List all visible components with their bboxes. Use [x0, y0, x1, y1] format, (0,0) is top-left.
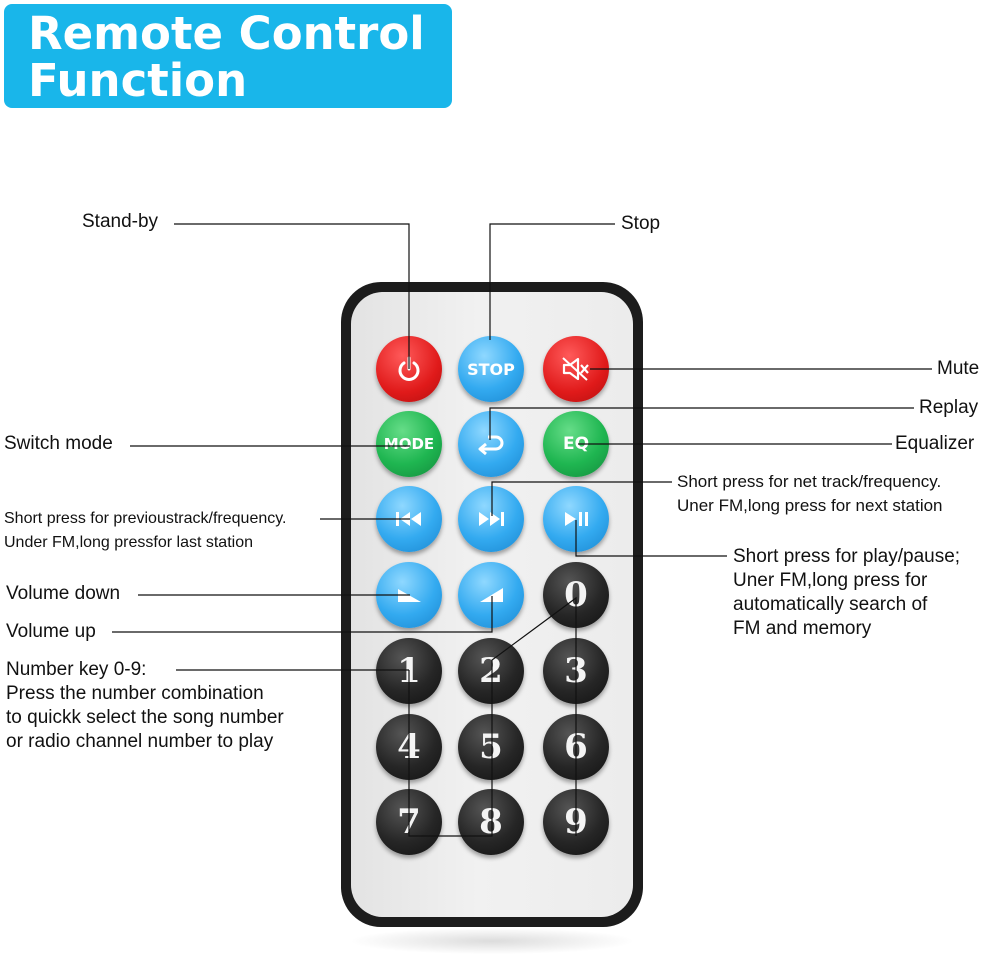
eq-button-label: EQ [562, 434, 590, 454]
label-next: Short press for net track/frequency. Une… [677, 470, 943, 518]
number-8-label: 8 [479, 802, 503, 842]
label-play-pause: Short press for play/pause; Uner FM,long… [733, 545, 960, 641]
volume-up-icon [480, 588, 503, 602]
mute-icon [562, 357, 589, 381]
number-6-label: 6 [564, 727, 588, 767]
number-button-8[interactable]: 8 [458, 789, 524, 855]
mode-button-label: MODE [383, 435, 435, 453]
label-number-keys-line-1: Number key 0-9: [6, 659, 147, 680]
label-number-keys-line-4: or radio channel number to play [6, 731, 274, 752]
number-button-1[interactable]: 1 [376, 638, 442, 704]
label-replay: Replay [919, 397, 979, 418]
number-2-label: 2 [479, 651, 503, 691]
power-button[interactable] [376, 336, 442, 402]
number-4-label: 4 [397, 727, 421, 767]
eq-button[interactable]: EQ [543, 411, 609, 477]
label-number-keys-line-3: to quickk select the song number [6, 707, 284, 728]
number-0-label: 0 [564, 575, 588, 615]
number-button-9[interactable]: 9 [543, 789, 609, 855]
mode-button[interactable]: MODE [376, 411, 442, 477]
label-next-line-2: Uner FM,long press for next station [677, 496, 943, 515]
label-volume-down: Volume down [6, 583, 121, 604]
label-equalizer: Equalizer [895, 433, 975, 454]
play-pause-button[interactable] [543, 486, 609, 552]
number-9-label: 9 [564, 802, 588, 842]
label-standby: Stand-by [82, 211, 159, 232]
stop-button-label: STOP [467, 359, 515, 379]
label-switch-mode: Switch mode [4, 433, 113, 454]
label-number-keys: Number key 0-9: Press the number combina… [6, 658, 284, 754]
label-previous: Short press for previoustrack/frequency.… [4, 507, 287, 555]
label-play-pause-line-3: automatically search of [733, 594, 928, 615]
label-previous-line-1: Short press for previoustrack/frequency. [4, 510, 287, 527]
volume-down-icon [398, 589, 421, 602]
next-track-button[interactable] [458, 486, 524, 552]
label-play-pause-line-2: Uner FM,long press for [733, 570, 928, 591]
play-pause-icon [565, 512, 588, 526]
power-icon [398, 356, 420, 381]
volume-down-button[interactable] [376, 562, 442, 628]
label-next-line-1: Short press for net track/frequency. [677, 472, 942, 491]
number-button-0[interactable]: 0 [543, 562, 609, 628]
label-play-pause-line-4: FM and memory [733, 618, 872, 639]
label-stop: Stop [621, 213, 661, 234]
previous-track-icon [396, 512, 421, 526]
number-button-6[interactable]: 6 [543, 714, 609, 780]
previous-track-button[interactable] [376, 486, 442, 552]
title-line-1: Remote Control [28, 7, 425, 60]
number-button-2[interactable]: 2 [458, 638, 524, 704]
label-volume-up: Volume up [6, 621, 96, 642]
remote-shadow [352, 928, 632, 954]
replay-icon [478, 435, 504, 456]
number-button-4[interactable]: 4 [376, 714, 442, 780]
number-button-5[interactable]: 5 [458, 714, 524, 780]
number-1-label: 1 [397, 651, 421, 691]
label-previous-line-2: Under FM,long pressfor last station [4, 534, 253, 551]
number-button-7[interactable]: 7 [376, 789, 442, 855]
stop-button[interactable]: STOP [458, 336, 524, 402]
label-number-keys-line-2: Press the number combination [6, 683, 264, 704]
number-button-3[interactable]: 3 [543, 638, 609, 704]
replay-button[interactable] [458, 411, 524, 477]
mute-button[interactable] [543, 336, 609, 402]
title-banner: Remote Control Function [4, 4, 452, 108]
number-7-label: 7 [397, 802, 421, 842]
label-play-pause-line-1: Short press for play/pause; [733, 546, 961, 567]
title-line-2: Function [28, 54, 248, 107]
number-5-label: 5 [479, 727, 503, 767]
number-3-label: 3 [564, 651, 588, 691]
label-mute: Mute [937, 358, 980, 379]
next-track-icon [479, 512, 504, 526]
volume-up-button[interactable] [458, 562, 524, 628]
